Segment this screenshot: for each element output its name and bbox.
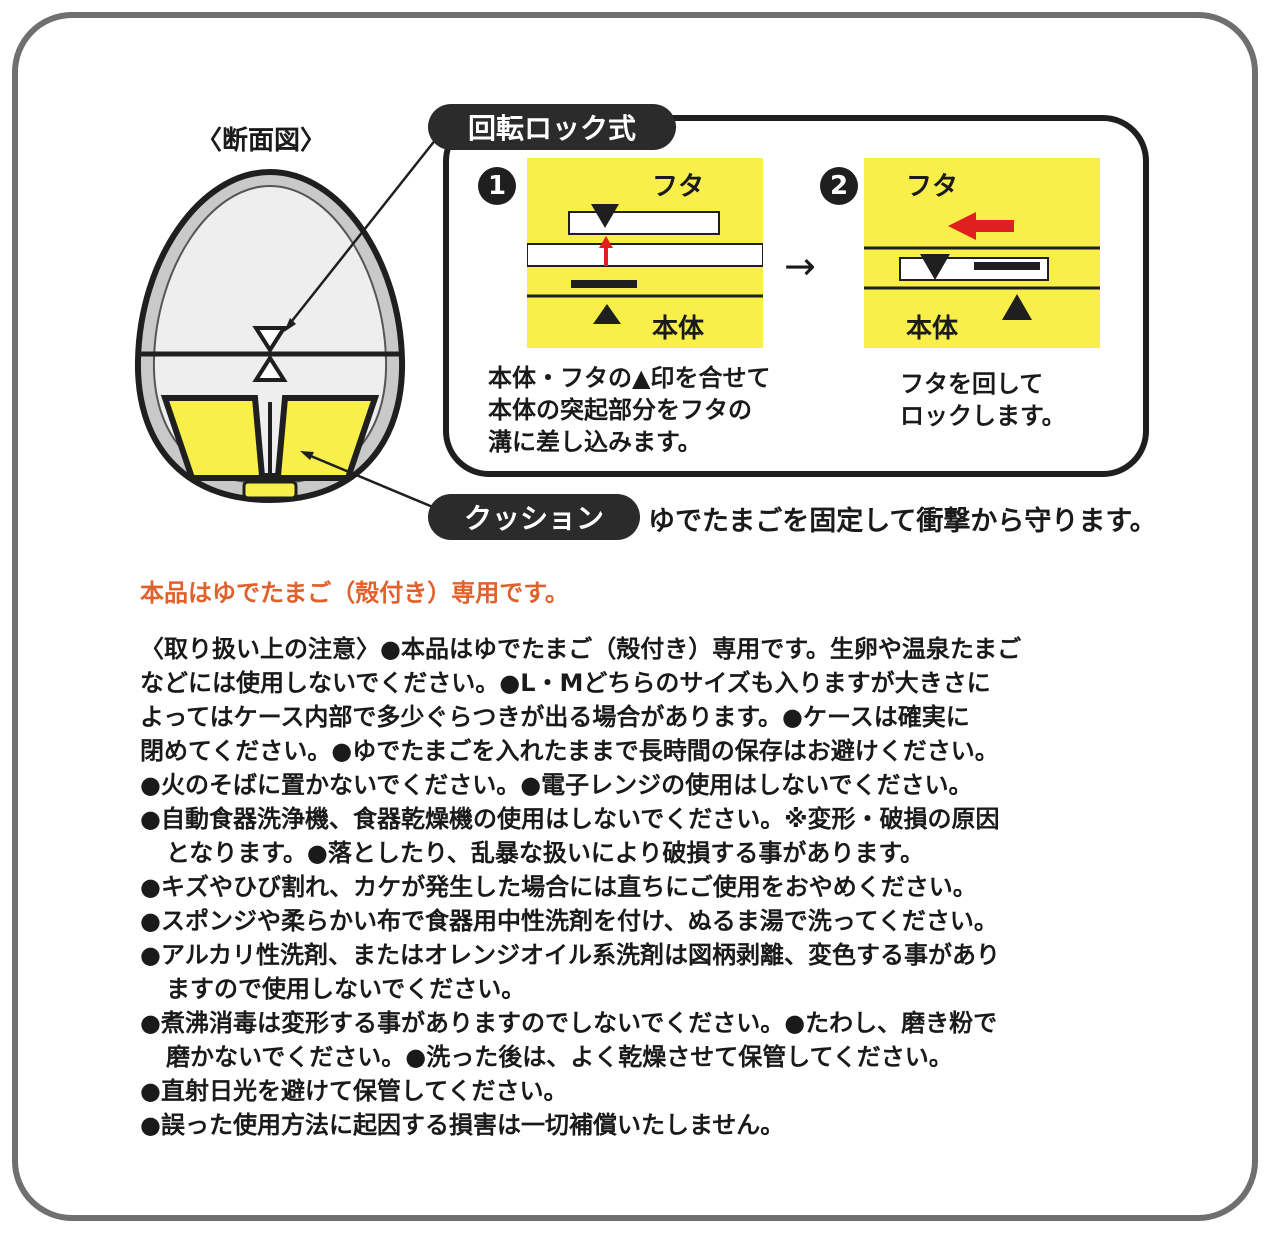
caution-line: ますので使用しないでください。: [166, 975, 526, 1003]
caution-line: 閉めてください。●ゆでたまごを入れたままで長時間の保存はお避けください。: [140, 737, 999, 765]
step1-desc-line: 本体の突起部分をフタの: [488, 396, 752, 424]
rotation-lock-title: 回転ロック式: [428, 104, 676, 150]
cushion-description: ゆでたまごを固定して衝撃から守ります。: [648, 506, 1157, 537]
caution-line: ●アルカリ性洗剤、またはオレンジオイル系洗剤は図柄剥離、変色する事があり: [140, 941, 1000, 969]
step1-lock-diagram: [527, 204, 763, 324]
caution-line: 〈取り扱い上の注意〉●本品はゆでたまご（殻付き）専用です。生卵や温泉たまご: [140, 635, 1022, 663]
step1-number: 1: [478, 167, 516, 205]
caution-line: ●火のそばに置かないでください。●電子レンジの使用はしないでください。: [140, 771, 973, 799]
caution-line: ●スポンジや柔らかい布で食器用中性洗剤を付け、ぬるま湯で洗ってください。: [140, 907, 998, 935]
step2-lid-label: フタ: [906, 172, 959, 202]
step2-number: 2: [820, 167, 858, 205]
caution-line: 磨かないでください。●洗った後は、よく乾燥させて保管してください。: [166, 1043, 953, 1071]
step-arrow: →: [784, 244, 816, 288]
caution-line: よってはケース内部で多少ぐらつきが出る場合があります。●ケースは確実に: [140, 703, 970, 731]
caution-line: ●自動食器洗浄機、食器乾燥機の使用はしないでください。※変形・破損の原因: [140, 805, 1000, 833]
caution-line: ●直射日光を避けて保管してください。: [140, 1077, 568, 1105]
step2-description: フタを回して ロックします。: [900, 368, 1066, 432]
step1-description: 本体・フタの▲印を合せて 本体の突起部分をフタの 溝に差し込みます。: [488, 362, 770, 458]
handling-cautions: 〈取り扱い上の注意〉●本品はゆでたまご（殻付き）専用です。生卵や温泉たまご など…: [140, 632, 1140, 1142]
step1-desc-line: 溝に差し込みます。: [488, 428, 702, 456]
caution-line: ●誤った使用方法に起因する損害は一切補償いたしません。: [140, 1111, 785, 1139]
cushion-pointer-line: [305, 452, 441, 512]
cushion-title: クッション: [428, 494, 640, 540]
caution-line: となります。●落としたり、乱暴な扱いにより破損する事があります。: [166, 839, 924, 867]
step1-lid-label: フタ: [652, 172, 705, 202]
caution-line: などには使用しないでください。●L・Mどちらのサイズも入りますが大きさに: [140, 669, 991, 697]
cross-section-label: 〈断面図〉: [196, 126, 327, 156]
step1-desc-line: 本体・フタの▲印を合せて: [488, 364, 771, 392]
rotation-lock-panel: [443, 115, 1149, 477]
usage-note: 本品はゆでたまご（殻付き）専用です。: [140, 579, 569, 607]
caution-line: ●キズやひび割れ、カケが発生した場合には直ちにご使用をおやめください。: [140, 873, 977, 901]
body-triangle-mark: [252, 354, 288, 382]
step2-body-label: 本体: [906, 314, 959, 344]
step2-desc-line: ロックします。: [900, 402, 1066, 430]
lid-triangle-mark: [252, 326, 288, 354]
lock-pointer-line: [287, 133, 441, 327]
outer-frame: [12, 12, 1258, 1221]
cushion-insert: [160, 395, 380, 481]
step1-body-label: 本体: [652, 314, 705, 344]
caution-line: ●煮沸消毒は変形する事がありますのでしないでください。●たわし、磨き粉で: [140, 1009, 998, 1037]
step2-desc-line: フタを回して: [900, 370, 1044, 398]
step2-lock-diagram: [864, 212, 1100, 320]
egg-cross-section-diagram: [134, 133, 441, 512]
step2-illustration: [864, 158, 1100, 348]
cushion-base: [242, 480, 298, 500]
